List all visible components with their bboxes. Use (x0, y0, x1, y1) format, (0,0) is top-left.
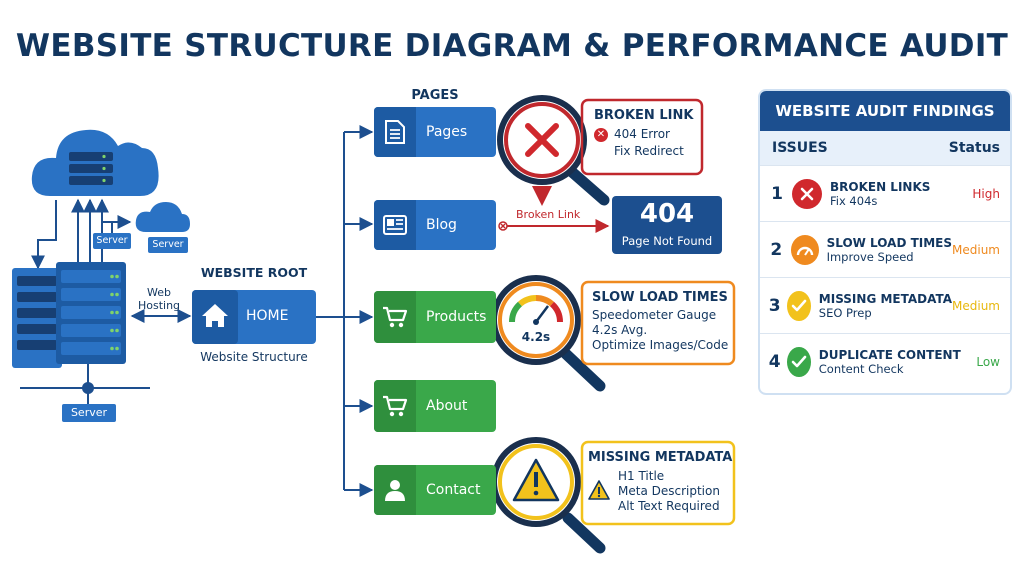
home-label[interactable]: HOME (246, 308, 289, 324)
small-cloud-icon (135, 202, 190, 232)
broken-link-callout: BROKEN LINK ✕ 404 Error Fix Redirect (594, 108, 698, 168)
callout-title: BROKEN LINK (594, 108, 694, 123)
callout-line: Fix Redirect (614, 144, 684, 158)
newspaper-icon (374, 200, 416, 250)
gauge-icon (790, 234, 819, 265)
row-title: MISSING METADATA (818, 291, 953, 306)
warning-icon (588, 479, 610, 504)
status-badge: Medium (952, 298, 1000, 313)
audit-row[interactable]: 2 SLOW LOAD TIMES Improve Speed Medium (760, 221, 1010, 277)
home-icon (202, 304, 228, 327)
callout-line: 4.2s Avg. (592, 323, 648, 337)
status-badge: Medium (952, 242, 1000, 257)
callout-line: Speedometer Gauge (592, 308, 717, 322)
check-icon (787, 290, 811, 321)
page-label: Contact (426, 482, 481, 498)
server-label: Server (152, 239, 184, 250)
page-button-products[interactable]: Products (374, 291, 496, 343)
document-icon (374, 107, 416, 157)
website-root-heading: WEBSITE ROOT (200, 265, 308, 280)
page-label: About (426, 398, 468, 414)
page-label: Pages (426, 124, 468, 140)
page-label: Products (426, 309, 487, 325)
error-code: 404 (639, 199, 695, 229)
magnifier-warning-icon (491, 437, 606, 554)
callout-title: SLOW LOAD TIMES (592, 290, 728, 305)
audit-row[interactable]: 4 DUPLICATE CONTENT Content Check Low (760, 333, 1010, 389)
callout-line: Optimize Images/Code (592, 338, 729, 352)
page-button-contact[interactable]: Contact (374, 465, 496, 515)
magnifier-gauge-icon (491, 275, 606, 392)
audit-title: WEBSITE AUDIT FINDINGS (760, 91, 1010, 131)
row-number: 4 (768, 351, 781, 372)
page-button-blog[interactable]: Blog (374, 200, 496, 250)
missing-metadata-callout: MISSING METADATA H1 Title Meta Descripti… (588, 450, 733, 520)
cart-icon (374, 291, 416, 343)
row-title: SLOW LOAD TIMES (826, 235, 953, 250)
row-subtitle: Content Check (818, 361, 904, 376)
callout-line: Meta Description (618, 484, 720, 498)
row-number: 2 (770, 239, 783, 260)
status-badge: High (972, 186, 1000, 201)
row-subtitle: Improve Speed (826, 249, 914, 264)
pages-heading: PAGES (411, 88, 459, 103)
audit-row[interactable]: 1 BROKEN LINKS Fix 404s High (760, 165, 1010, 221)
user-icon (374, 465, 416, 515)
row-title: BROKEN LINKS (830, 179, 931, 194)
status-badge: Low (976, 354, 1000, 369)
website-structure-caption: Website Structure (200, 350, 308, 364)
page-button-about[interactable]: About (374, 380, 496, 432)
x-icon (522, 120, 562, 160)
cloud-icon (31, 129, 159, 196)
page-label: Blog (426, 217, 457, 233)
callout-line: Alt Text Required (618, 499, 720, 513)
server-label: Server (96, 235, 128, 246)
x-icon (792, 178, 822, 209)
broken-link-arrow-label: Broken Link (516, 208, 581, 221)
page-title: WEBSITE STRUCTURE DIAGRAM & PERFORMANCE … (15, 28, 1009, 64)
callout-line: H1 Title (618, 469, 665, 483)
audit-row[interactable]: 3 MISSING METADATA SEO Prep Medium (760, 277, 1010, 333)
audit-column-headers: ISSUES Status (760, 131, 1010, 165)
server-label-bottom: Server (70, 406, 108, 419)
gauge-value: 4.2s (521, 330, 551, 344)
row-subtitle: SEO Prep (818, 305, 872, 320)
cart-icon (374, 380, 416, 432)
check-icon (787, 346, 811, 377)
page-button-pages[interactable]: Pages (374, 107, 496, 157)
row-number: 1 (771, 183, 783, 204)
row-subtitle: Fix 404s (830, 193, 878, 208)
row-title: DUPLICATE CONTENT (818, 347, 961, 362)
callout-title: MISSING METADATA (588, 450, 733, 465)
column-issues: ISSUES (772, 140, 828, 156)
server-rack-icon (12, 262, 126, 368)
web-hosting-label: Web Hosting (137, 286, 181, 312)
error-text: Page Not Found (621, 234, 713, 248)
audit-findings-panel: WEBSITE AUDIT FINDINGS ISSUES Status 1 B… (758, 89, 1012, 395)
row-number: 3 (768, 295, 781, 316)
slow-load-callout: SLOW LOAD TIMES Speedometer Gauge 4.2s A… (592, 290, 732, 362)
column-status: Status (948, 140, 1000, 156)
callout-line: ✕ 404 Error (594, 127, 698, 142)
error-404-box (612, 196, 722, 254)
x-circle-icon: ✕ (594, 127, 608, 142)
